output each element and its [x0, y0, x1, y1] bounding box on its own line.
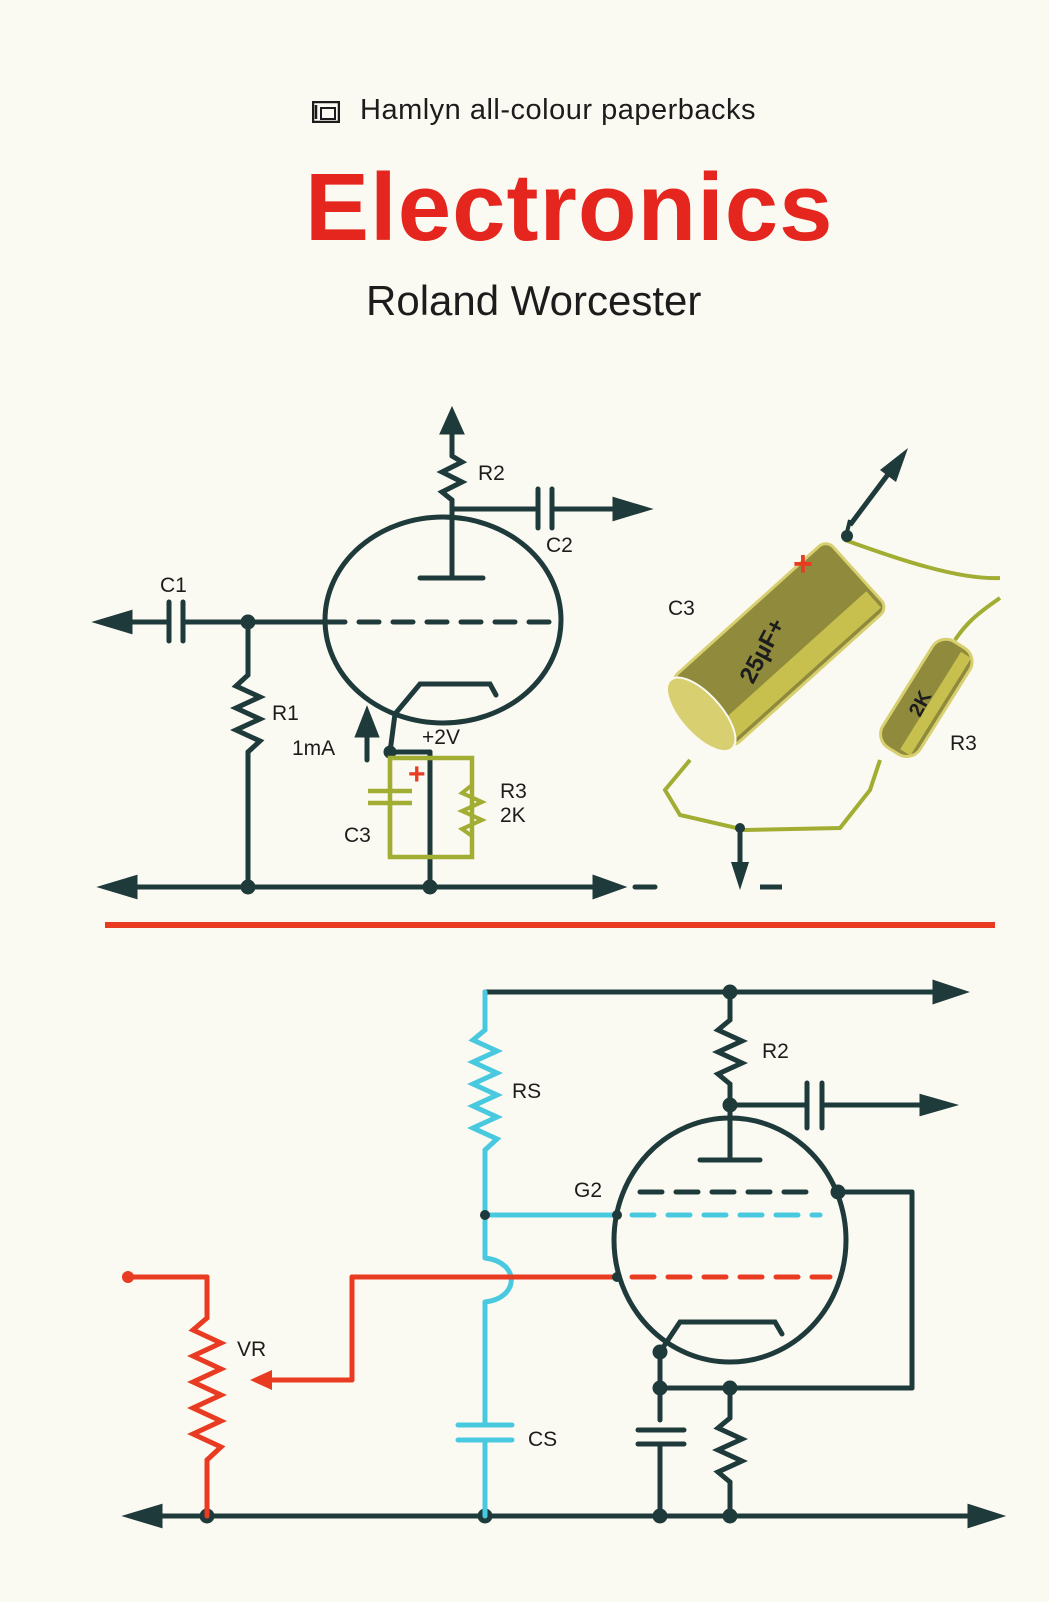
r1-resistor — [229, 672, 267, 755]
label-r1: R1 — [272, 702, 299, 725]
component-illustration: 25µF+ + 2K — [662, 448, 1002, 890]
resistor-photo — [879, 637, 974, 758]
top-circuit — [91, 405, 658, 900]
r2-resistor — [436, 453, 468, 503]
label-g2: G2 — [574, 1179, 602, 1202]
label-voltage: +2V — [422, 726, 460, 749]
bottom-circuit — [121, 979, 1007, 1529]
capacitor-plus-mark: + — [793, 545, 813, 583]
book-author: Roland Worcester — [366, 277, 702, 324]
label-r3-value: 2K — [500, 804, 526, 827]
capacitor-photo — [666, 542, 886, 752]
control-grid-circuit — [125, 1274, 833, 1519]
book-title: Electronics — [305, 154, 834, 261]
label-cs: CS — [528, 1428, 557, 1451]
label-current: 1mA — [292, 737, 335, 760]
label-vr: VR — [237, 1338, 266, 1361]
label-r3-photo: R3 — [950, 732, 977, 755]
r2-resistor-bottom — [711, 1017, 749, 1087]
label-plus: + — [408, 758, 426, 791]
pentode-valve-envelope — [611, 1115, 849, 1365]
label-c3: C3 — [344, 824, 371, 847]
label-c1: C1 — [160, 574, 187, 597]
label-rs: RS — [512, 1080, 541, 1103]
screen-grid-circuit — [455, 989, 823, 1519]
series-name: Hamlyn all-colour paperbacks — [360, 94, 756, 126]
vr-potentiometer — [187, 1315, 227, 1463]
r3-resistor — [457, 783, 487, 838]
label-r2-top: R2 — [478, 462, 505, 485]
label-r2-bottom: R2 — [762, 1040, 789, 1063]
rs-resistor — [466, 1027, 504, 1153]
publisher-logo-icon — [312, 101, 340, 123]
label-c3-photo: C3 — [668, 597, 695, 620]
label-r3: R3 — [500, 780, 527, 803]
label-c2: C2 — [546, 534, 573, 557]
